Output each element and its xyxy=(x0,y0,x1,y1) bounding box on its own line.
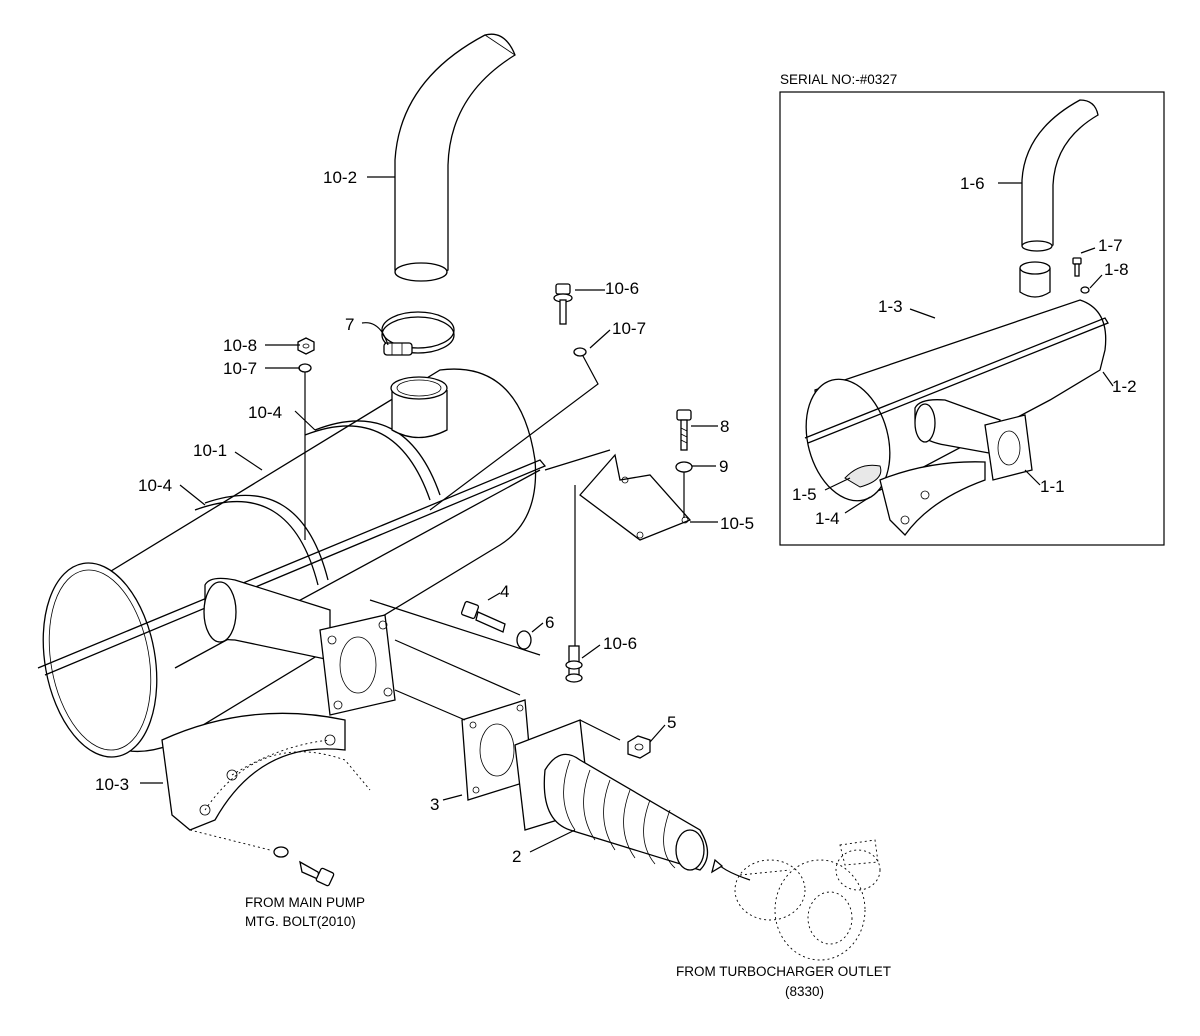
inset-label-1-8: 1-8 xyxy=(1104,260,1129,279)
bolt-8 xyxy=(676,409,692,451)
tail-pipe-10-2 xyxy=(394,33,516,282)
label-10-7-left: 10-7 xyxy=(223,359,257,378)
washer-10-7-left xyxy=(298,363,312,373)
note-turbo-2: (8330) xyxy=(785,984,824,999)
label-10-6-top: 10-6 xyxy=(605,279,639,298)
bracket-10-5 xyxy=(544,449,692,650)
label-5: 5 xyxy=(667,713,676,732)
label-4: 4 xyxy=(500,582,509,601)
part-labels: 10-2 7 10-8 10-7 10-4 10-1 10-4 10-6 10-… xyxy=(95,168,754,866)
pump-mount-bolt xyxy=(273,846,335,887)
clamp-7 xyxy=(381,311,455,356)
label-6: 6 xyxy=(545,613,554,632)
label-10-2: 10-2 xyxy=(323,168,357,187)
label-10-4-rear: 10-4 xyxy=(248,403,282,422)
label-10-7-top: 10-7 xyxy=(612,319,646,338)
washer-10-7-top xyxy=(573,347,587,357)
nut-10-8 xyxy=(297,337,315,355)
note-main-pump-2: MTG. BOLT(2010) xyxy=(245,914,356,929)
inset-label-1-6: 1-6 xyxy=(960,174,985,193)
turbocharger-ghost xyxy=(734,839,881,961)
muffler-body-10-1 xyxy=(37,368,547,851)
note-turbo-1: FROM TURBOCHARGER OUTLET xyxy=(676,964,891,979)
label-8: 8 xyxy=(720,417,729,436)
label-2: 2 xyxy=(512,847,521,866)
label-10-1: 10-1 xyxy=(193,441,227,460)
nut-5 xyxy=(627,735,651,759)
serial-inset: SERIAL NO:-#0327 xyxy=(779,72,1165,546)
note-main-pump-1: FROM MAIN PUMP xyxy=(245,895,365,910)
label-9: 9 xyxy=(719,457,728,476)
label-7: 7 xyxy=(345,315,354,334)
inset-label-1-7: 1-7 xyxy=(1098,236,1123,255)
label-10-8: 10-8 xyxy=(223,336,257,355)
washer-9 xyxy=(675,461,693,473)
inset-label-1-4: 1-4 xyxy=(815,509,840,528)
label-10-3: 10-3 xyxy=(95,775,129,794)
turbo-arrow xyxy=(714,859,751,881)
inset-label-1-3: 1-3 xyxy=(878,297,903,316)
bellows-2 xyxy=(514,719,709,871)
bolt-4 xyxy=(460,600,506,633)
bolt-10-6-top xyxy=(553,283,573,325)
leader-lines xyxy=(140,176,718,853)
inset-label-1-2: 1-2 xyxy=(1112,377,1137,396)
inset-label-1-1: 1-1 xyxy=(1040,477,1065,496)
label-10-5: 10-5 xyxy=(720,514,754,533)
washer-6 xyxy=(516,630,532,650)
label-10-6-lower: 10-6 xyxy=(603,634,637,653)
notes: FROM MAIN PUMP MTG. BOLT(2010) FROM TURB… xyxy=(245,895,891,999)
bolt-10-6-lower xyxy=(565,645,583,683)
inset-title: SERIAL NO:-#0327 xyxy=(780,72,897,87)
label-3: 3 xyxy=(430,795,439,814)
label-10-4-front: 10-4 xyxy=(138,476,172,495)
inset-label-1-5: 1-5 xyxy=(792,485,817,504)
